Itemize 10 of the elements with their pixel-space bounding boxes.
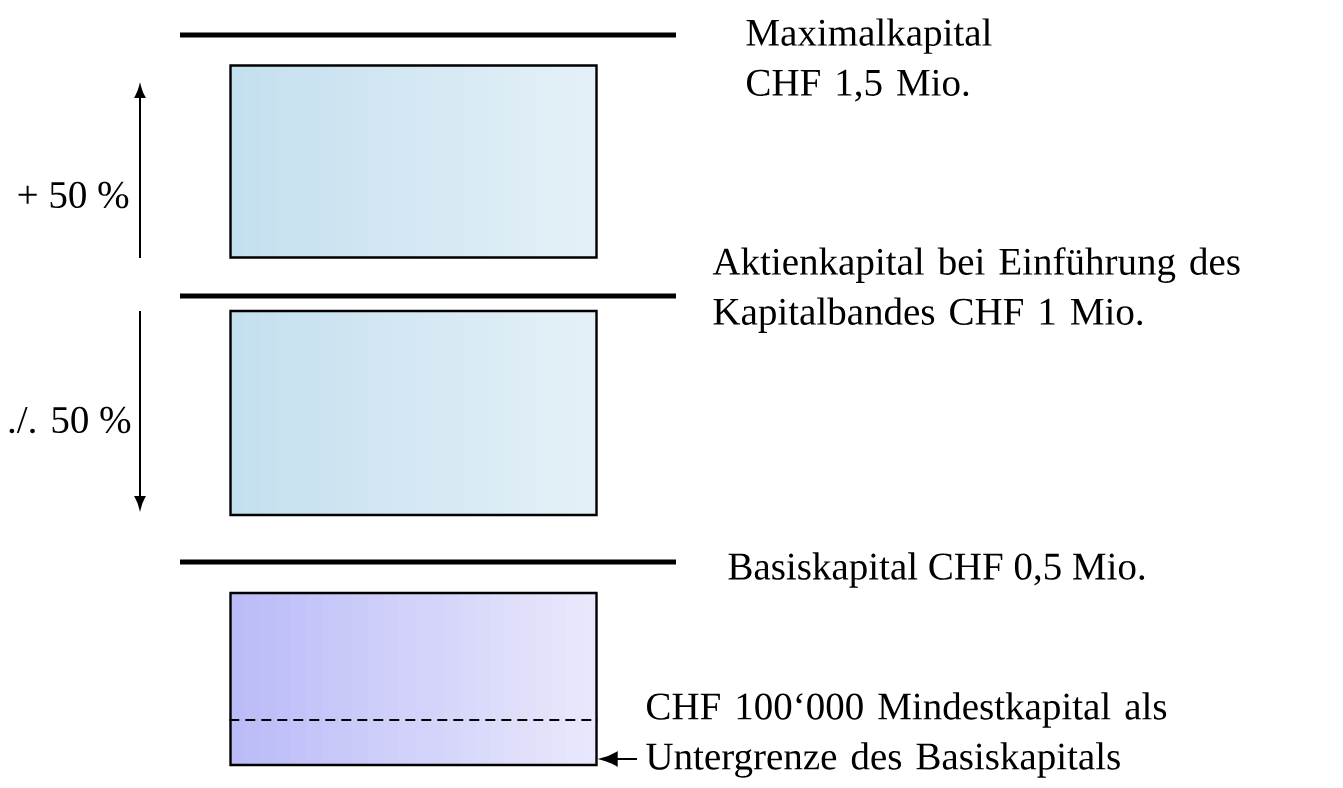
leader-arrow bbox=[600, 751, 638, 767]
level-label: Basiskapital CHF 0,5 Mio. bbox=[728, 552, 1145, 588]
capital-box bbox=[229, 309, 598, 517]
capital-box bbox=[229, 591, 598, 767]
capital-box bbox=[229, 64, 598, 259]
note-text: CHF 100‘000 Mindestkapital als Untergrenze des Basiskapitals bbox=[646, 692, 1167, 778]
level-label: + 50 % bbox=[18, 181, 129, 209]
level-label: Aktienkapital bei Einführung des Kapitalbandes CHF 1 Mio. bbox=[712, 247, 1240, 333]
level-label: Maximalkapital CHF 1,5 Mio. bbox=[746, 18, 992, 102]
level-label: ./. 50 % bbox=[9, 406, 131, 434]
